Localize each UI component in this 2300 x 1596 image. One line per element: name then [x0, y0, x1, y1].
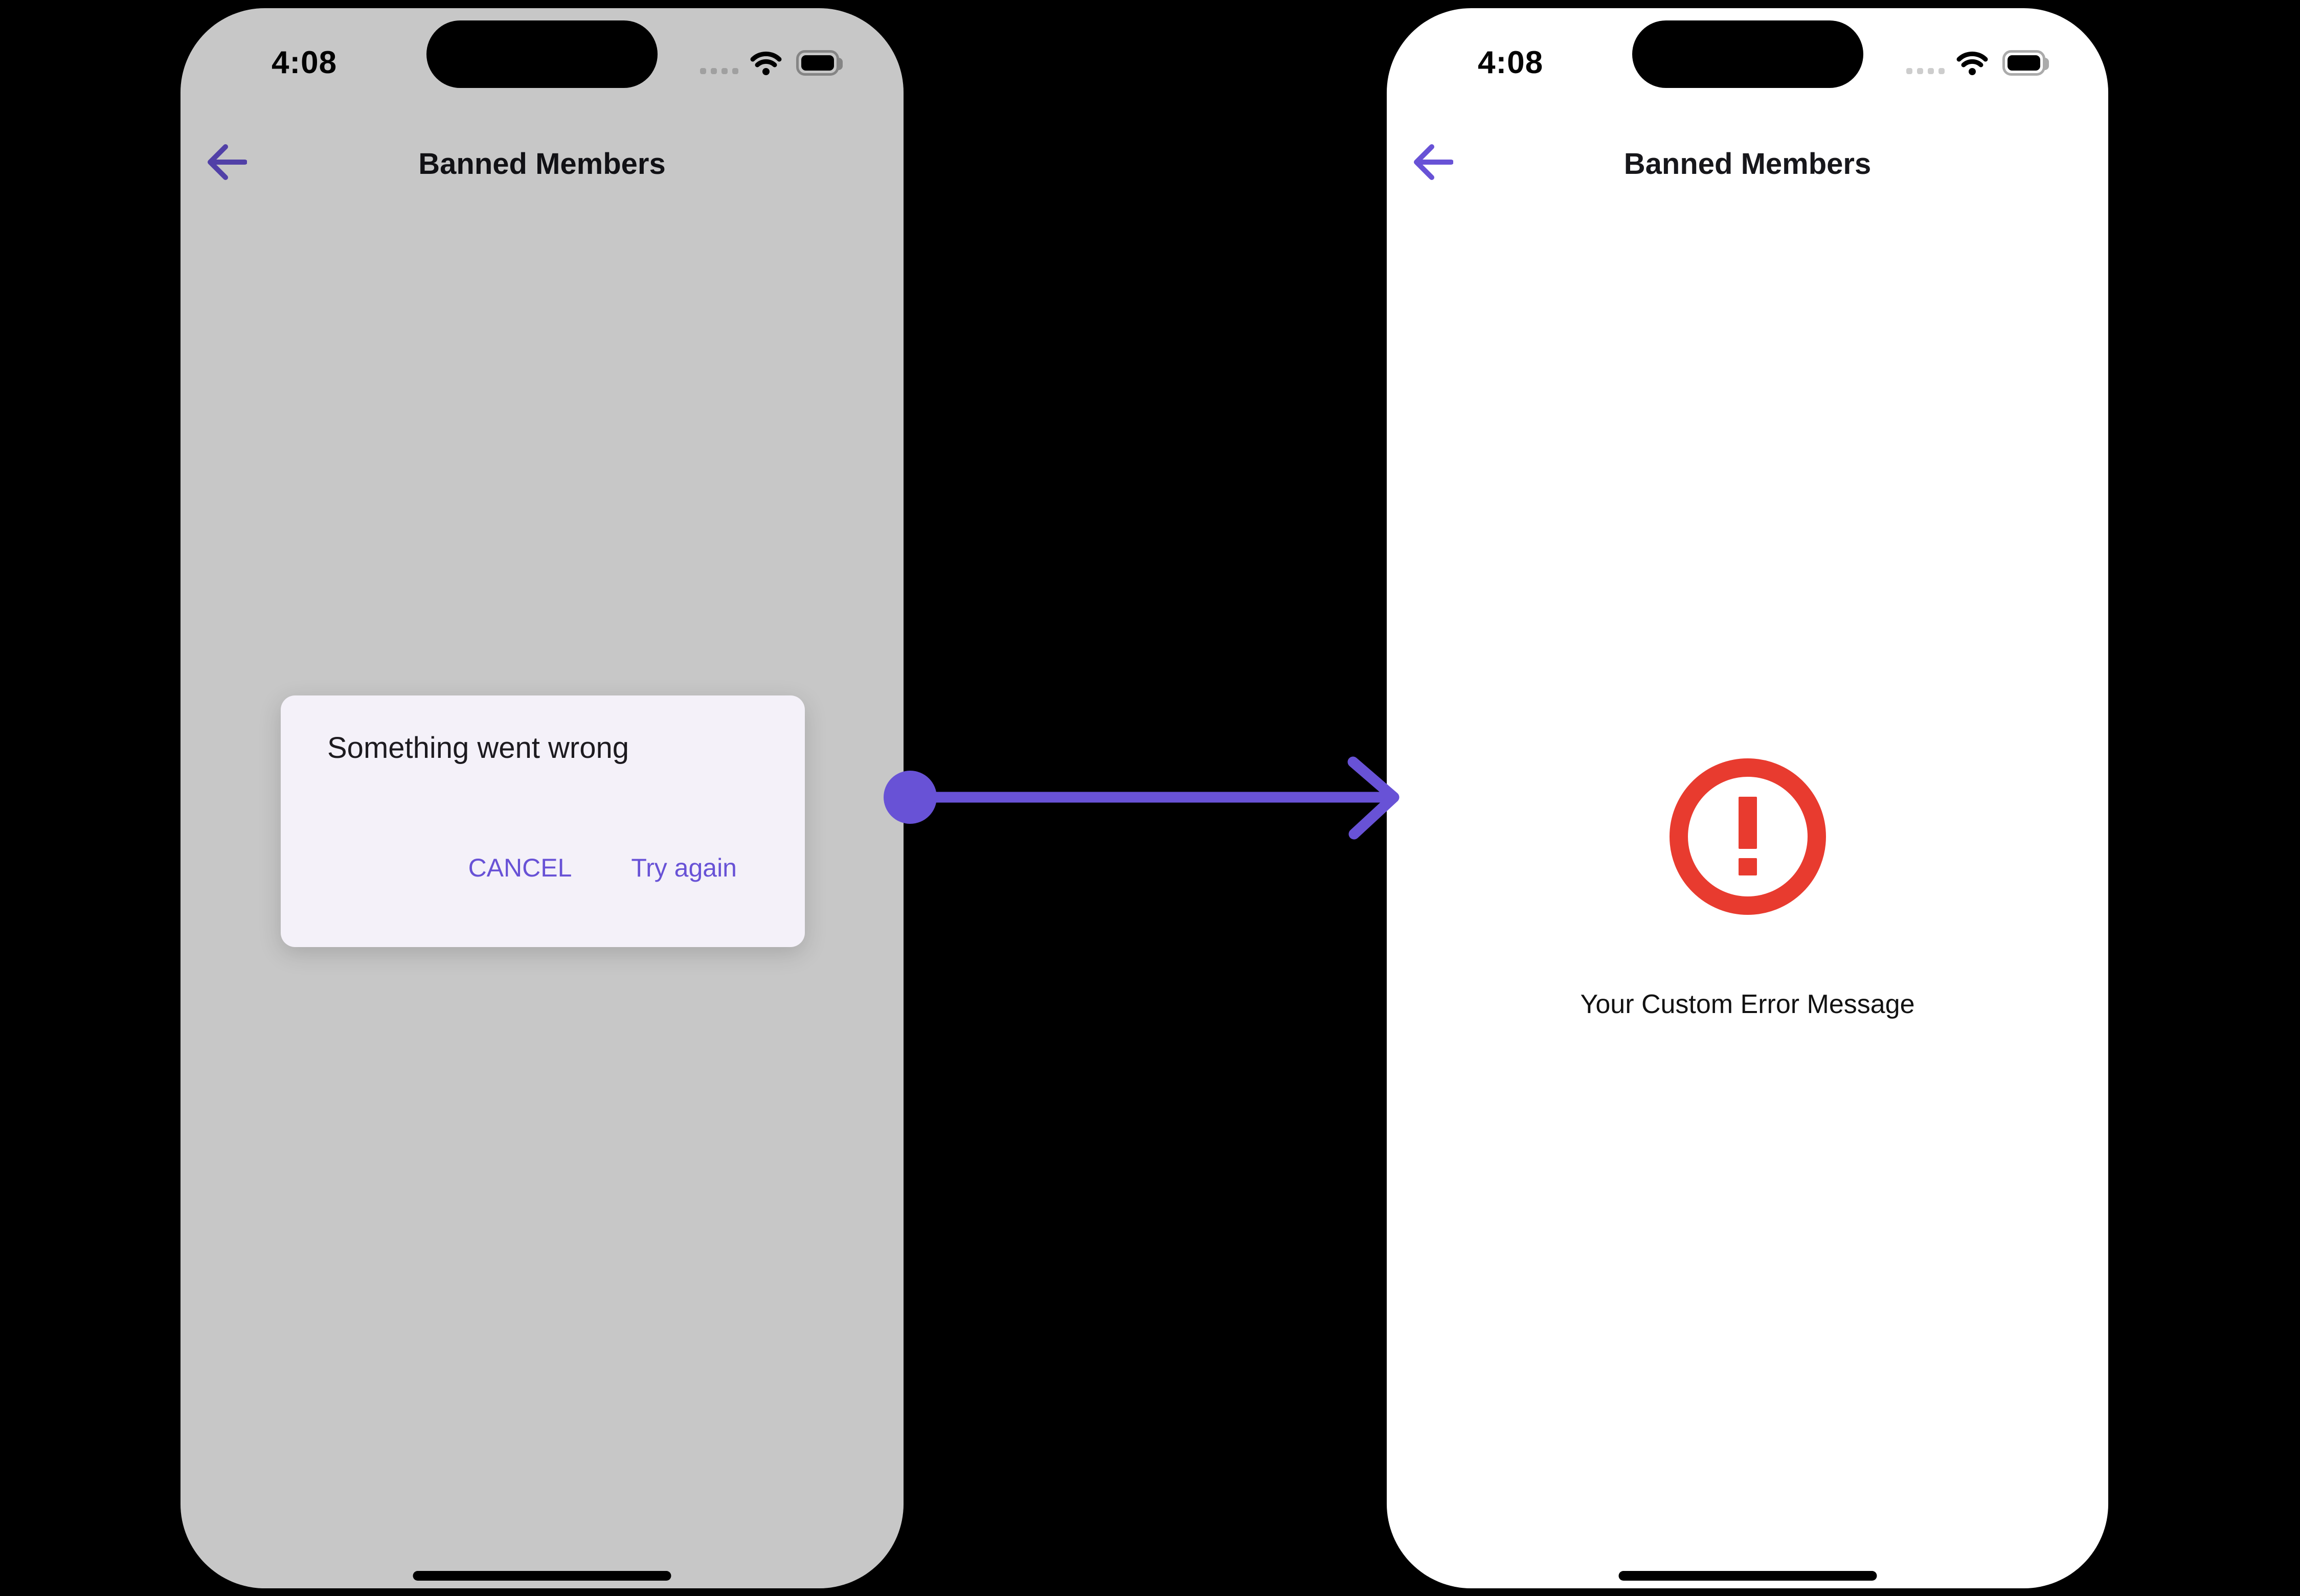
- cellular-signal-icon: [1906, 68, 1945, 74]
- alert-dialog: Something went wrong CANCEL Try again: [281, 695, 805, 947]
- try-again-button[interactable]: Try again: [631, 853, 737, 882]
- wifi-icon: [750, 51, 782, 78]
- signal-dot: [1938, 68, 1945, 74]
- home-indicator[interactable]: [1618, 1571, 1877, 1581]
- signal-dot: [1928, 68, 1934, 74]
- home-indicator[interactable]: [413, 1571, 671, 1581]
- battery-icon: [2002, 50, 2049, 76]
- dynamic-island: [426, 20, 658, 88]
- right-phone-frame: 4:08 Banned Members Your Custom Erro: [1387, 8, 2108, 1588]
- cancel-button[interactable]: CANCEL: [468, 853, 572, 882]
- signal-dot: [721, 68, 728, 74]
- error-message: Your Custom Error Message: [1580, 990, 1915, 1019]
- alert-title: Something went wrong: [327, 731, 629, 765]
- battery-icon: [796, 50, 843, 76]
- signal-dot: [1917, 68, 1923, 74]
- battery-fill: [2008, 55, 2040, 71]
- battery-nub: [838, 58, 843, 70]
- error-exclamation-circle-icon: [1669, 758, 1826, 915]
- alert-actions: CANCEL Try again: [468, 853, 737, 883]
- page-title: Banned Members: [1623, 147, 1871, 181]
- dynamic-island: [1632, 20, 1863, 88]
- wifi-icon: [1956, 51, 1988, 78]
- back-arrow-icon: [206, 143, 247, 184]
- battery-nub: [2044, 58, 2049, 70]
- back-button[interactable]: [201, 139, 252, 188]
- battery-fill: [801, 55, 834, 71]
- back-button[interactable]: [1407, 139, 1458, 188]
- status-time: 4:08: [272, 45, 337, 80]
- signal-dot: [700, 68, 706, 74]
- status-time: 4:08: [1478, 45, 1544, 80]
- cellular-signal-icon: [700, 68, 738, 74]
- page-title: Banned Members: [418, 147, 666, 181]
- signal-dot: [1906, 68, 1912, 74]
- signal-dot: [711, 68, 717, 74]
- back-arrow-icon: [1412, 143, 1454, 184]
- flow-arrow-icon: [884, 756, 1400, 840]
- left-phone-frame: 4:08 Banned Members Something went wrong…: [181, 8, 904, 1588]
- signal-dot: [732, 68, 738, 74]
